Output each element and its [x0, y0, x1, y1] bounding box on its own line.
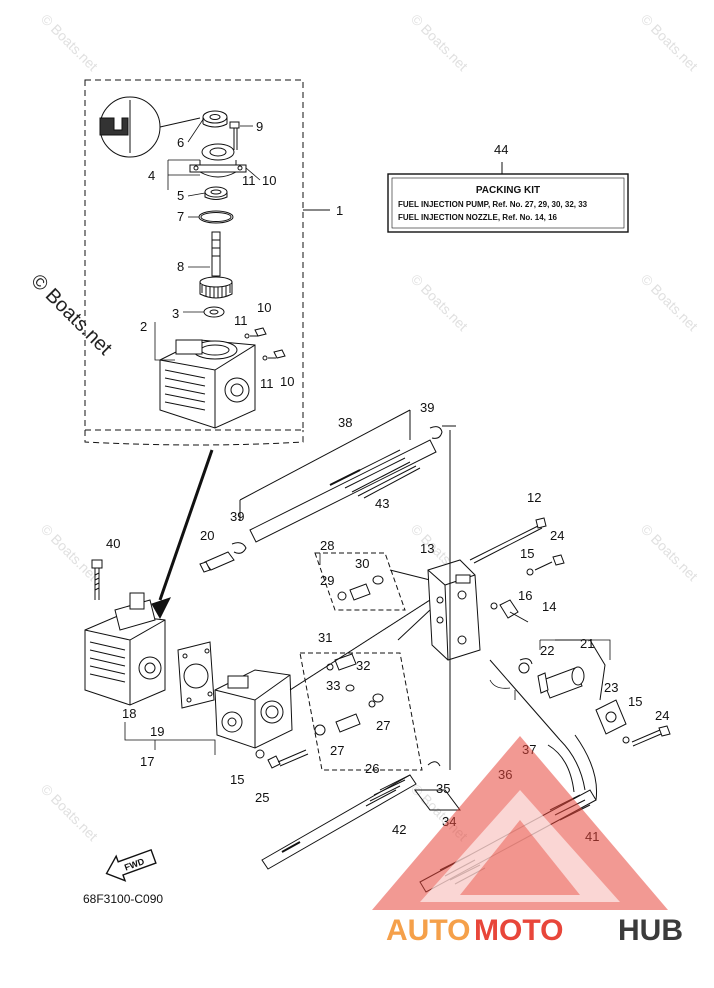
watermark-large: © Boats.net: [26, 270, 116, 360]
callout-19: 19: [150, 724, 164, 739]
callout-10b: 10: [257, 300, 271, 315]
callout-9: 9: [256, 119, 263, 134]
packing-kit-line-pump: FUEL INJECTION PUMP, Ref. No. 27, 29, 30…: [398, 200, 588, 209]
callout-2: 2: [140, 319, 147, 334]
watermark-text: © Boats.net: [408, 271, 471, 334]
automotohub-logo: AUTO MOTO HUB: [372, 736, 683, 947]
callout-15a: 15: [520, 546, 534, 561]
callout-11b: 11: [234, 313, 248, 328]
callout-11c: 11: [260, 376, 274, 391]
callout-35: 35: [436, 781, 450, 796]
drawing-code: 68F3100-C090: [83, 892, 163, 906]
watermark-text: © Boats.net: [638, 271, 701, 334]
watermark-text: © Boats.net: [38, 11, 101, 74]
callout-16: 16: [518, 588, 532, 603]
assembly-arrow: [151, 449, 214, 620]
callout-8: 8: [177, 259, 184, 274]
callout-23: 23: [604, 680, 618, 695]
packing-kit-label: PACKING KIT FUEL INJECTION PUMP, Ref. No…: [387, 162, 629, 233]
callout-25: 25: [255, 790, 269, 805]
callout-3: 3: [172, 306, 179, 321]
callout-26: 26: [365, 761, 379, 776]
callout-43: 43: [375, 496, 389, 511]
callout-33: 33: [326, 678, 340, 693]
logo-hub: HUB: [618, 914, 683, 947]
pump-assembly-inset: [84, 79, 330, 446]
callout-29: 29: [320, 573, 334, 588]
callout-39b: 39: [230, 509, 244, 524]
callout-27a: 27: [330, 743, 344, 758]
group-brackets: [124, 553, 611, 755]
callout-1: 1: [336, 203, 343, 218]
callout-14: 14: [542, 599, 556, 614]
logo-auto: AUTO: [386, 914, 470, 947]
callout-5: 5: [177, 188, 184, 203]
logo-moto: MOTO: [474, 914, 563, 947]
callout-40: 40: [106, 536, 120, 551]
callout-27b: 27: [376, 718, 390, 733]
callout-6: 6: [177, 135, 184, 150]
callout-11a: 11: [242, 173, 256, 188]
callout-30: 30: [355, 556, 369, 571]
watermark-text: © Boats.net: [38, 781, 101, 844]
callout-10a: 10: [262, 173, 276, 188]
callout-10c: 10: [280, 374, 294, 389]
callout-32: 32: [356, 658, 370, 673]
callout-13: 13: [420, 541, 434, 556]
forward-arrow: FWD: [105, 848, 157, 882]
callout-39a: 39: [420, 400, 434, 415]
callout-38: 38: [338, 415, 352, 430]
callout-4: 4: [148, 168, 155, 183]
callout-44: 44: [494, 142, 508, 157]
callout-12: 12: [527, 490, 541, 505]
callout-17: 17: [140, 754, 154, 769]
watermark-text: © Boats.net: [38, 521, 101, 584]
inset-leader-lines: [154, 117, 261, 361]
callout-28: 28: [320, 538, 334, 553]
callout-15c: 15: [230, 772, 244, 787]
callout-20: 20: [200, 528, 214, 543]
callout-42: 42: [392, 822, 406, 837]
callout-21: 21: [580, 636, 594, 651]
packing-kit-line-nozzle: FUEL INJECTION NOZZLE, Ref. No. 14, 16: [398, 213, 558, 222]
callout-15b: 15: [628, 694, 642, 709]
watermark-text: © Boats.net: [638, 521, 701, 584]
callout-18: 18: [122, 706, 136, 721]
callout-24b: 24: [655, 708, 669, 723]
callout-7: 7: [177, 209, 184, 224]
packing-kit-title: PACKING KIT: [476, 185, 540, 196]
callout-22: 22: [540, 643, 554, 658]
watermark-text: © Boats.net: [638, 11, 701, 74]
watermark-text: © Boats.net: [408, 11, 471, 74]
callout-31: 31: [318, 630, 332, 645]
callout-24a: 24: [550, 528, 564, 543]
